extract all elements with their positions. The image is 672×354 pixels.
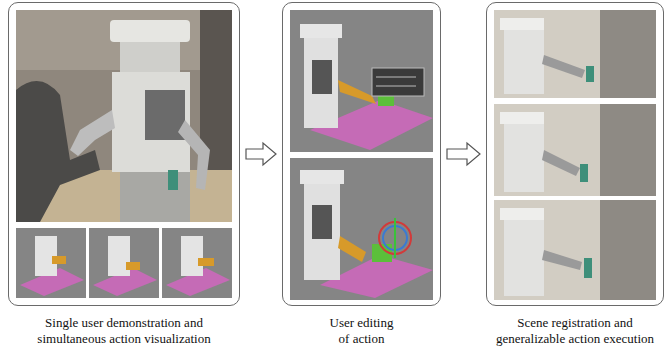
block-arrow [246,143,276,165]
figure-panel: Single user demonstration and simultaneo… [8,2,240,306]
panel-caption: Single user demonstration and simultaneo… [22,315,227,347]
demonstration-photo [16,10,232,298]
editing-renders [290,10,433,300]
figure-panel: Scene registration and generalizable act… [486,2,664,306]
panel-caption: User editing of action [325,315,399,347]
execution-photos [494,10,656,300]
panel-caption: Scene registration and generalizable act… [485,315,665,347]
block-arrow [447,143,480,165]
figure-panel: User editing of action [282,2,441,306]
